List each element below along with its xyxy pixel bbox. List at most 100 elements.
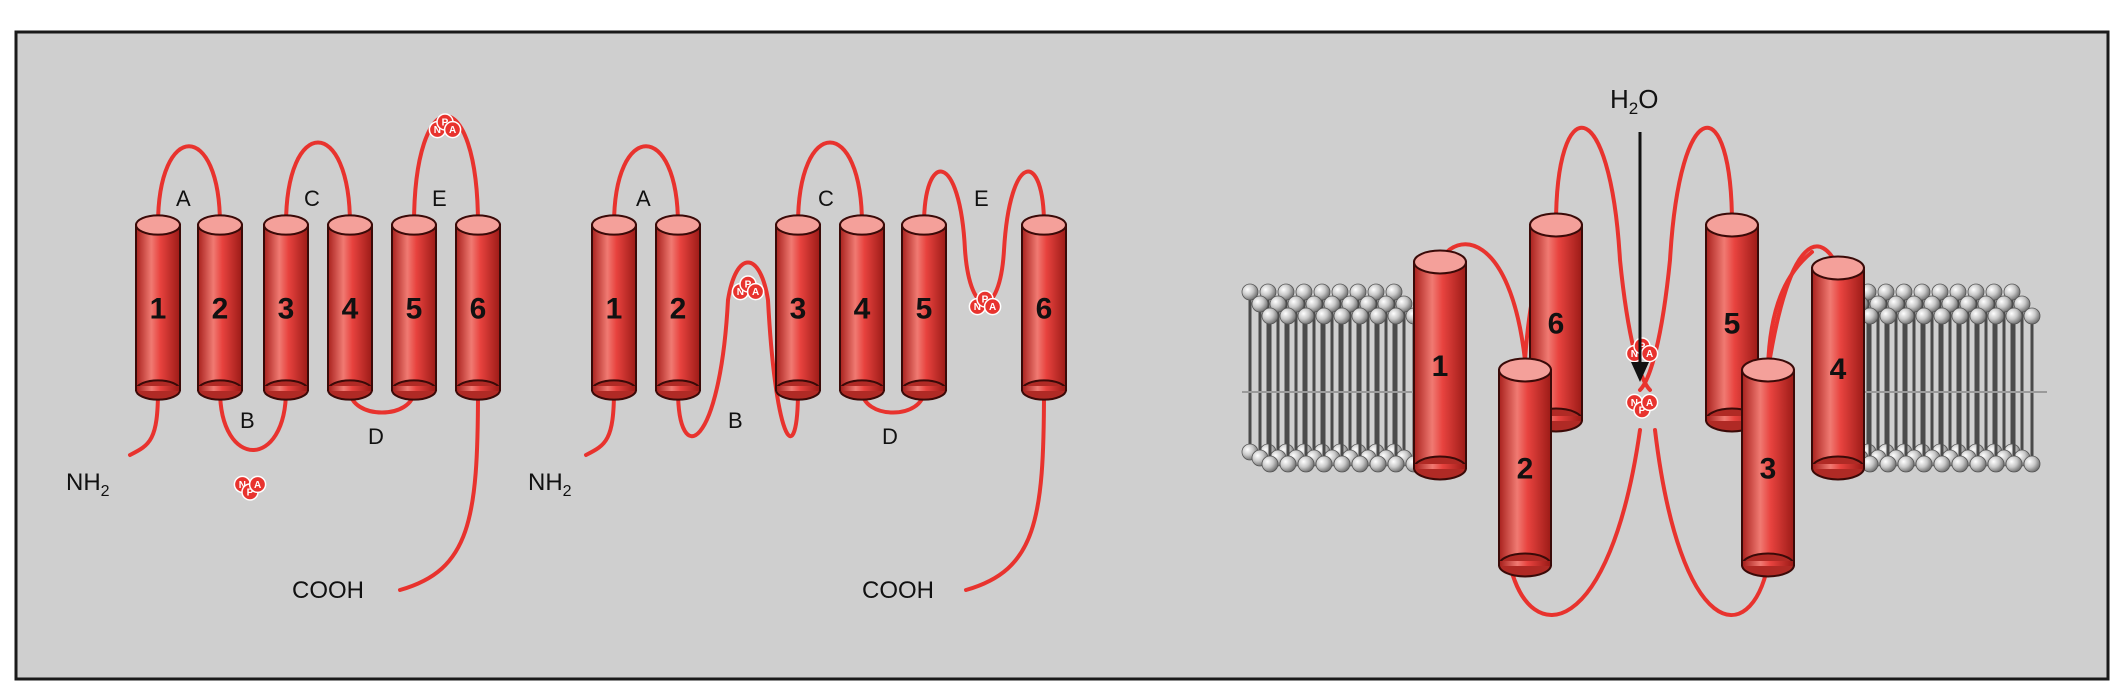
right-helix-2-join bbox=[1500, 561, 1550, 566]
middle-helix-6-top bbox=[1021, 214, 1067, 236]
right-helix-6-label: 6 bbox=[1548, 308, 1565, 341]
lipid-head bbox=[1985, 283, 2003, 301]
left-helix-1: 1 bbox=[135, 214, 181, 401]
right-npa-bottom-letter-p: P bbox=[1639, 406, 1646, 417]
middle-helix-3-label: 3 bbox=[790, 293, 807, 326]
right-helix-6-top bbox=[1529, 212, 1583, 238]
middle-nterm bbox=[584, 388, 616, 457]
left-npa-loop-e: NPA bbox=[428, 113, 462, 139]
middle-helix-2-top bbox=[655, 214, 701, 236]
lipid-head bbox=[1279, 307, 1297, 325]
lipid-head bbox=[1933, 307, 1951, 325]
right-npa-top: NPA bbox=[1625, 337, 1659, 363]
right-helix-5-label: 5 bbox=[1724, 308, 1741, 341]
lipid-head bbox=[1269, 295, 1287, 313]
lipid-head bbox=[1987, 455, 2005, 473]
lipid-head bbox=[1297, 455, 1315, 473]
middle-helix-6-label: 6 bbox=[1036, 293, 1053, 326]
left-helix-5-join bbox=[393, 386, 435, 391]
middle-npa-loop-b: NPA bbox=[731, 275, 765, 301]
left-loop-b bbox=[218, 388, 288, 452]
lipid-head bbox=[1887, 295, 1905, 313]
left-helix-2-top bbox=[197, 214, 243, 236]
right-helix-5-top bbox=[1705, 212, 1759, 238]
left-helix-4-body bbox=[327, 224, 373, 391]
lipid-head bbox=[1241, 283, 1259, 301]
middle-npa-loop-e-letter-n: N bbox=[974, 302, 981, 313]
lipid-head bbox=[1341, 295, 1359, 313]
middle-panel-loops bbox=[584, 140, 1046, 592]
lipid-head bbox=[1387, 455, 1405, 473]
lipid-head bbox=[1951, 455, 1969, 473]
right-helix-2-body bbox=[1498, 369, 1552, 566]
lipid-head bbox=[1351, 455, 1369, 473]
right-helix-4-top bbox=[1811, 255, 1865, 281]
left-helix-2: 2 bbox=[197, 214, 243, 401]
left-helix-4-label: 4 bbox=[342, 293, 359, 326]
lipid-head bbox=[1879, 307, 1897, 325]
lipid-head bbox=[1877, 283, 1895, 301]
lipid-head bbox=[1895, 283, 1913, 301]
left-npa-loop-b-residue-a bbox=[248, 475, 267, 494]
right-helix-3-top bbox=[1741, 357, 1795, 383]
middle-loop-label-d: D bbox=[882, 424, 898, 449]
left-helix-4-top bbox=[327, 214, 373, 236]
lipid-head bbox=[2023, 455, 2041, 473]
lipid-head bbox=[1333, 455, 1351, 473]
lipid-head bbox=[1913, 283, 1931, 301]
water-arrow bbox=[1631, 132, 1649, 382]
lipid-head bbox=[1995, 295, 2013, 313]
right-loop-3-bottom bbox=[1653, 428, 1770, 617]
right-helix-4-label: 4 bbox=[1830, 353, 1847, 386]
lipid-head bbox=[2003, 283, 2021, 301]
left-cterm bbox=[398, 388, 480, 592]
middle-helix-5-label: 5 bbox=[916, 293, 933, 326]
right-helix-5-join bbox=[1707, 416, 1757, 421]
right-npa-top-residue-a bbox=[1640, 344, 1659, 363]
lipid-head bbox=[1297, 307, 1315, 325]
left-helix-1-label: 1 bbox=[150, 293, 167, 326]
middle-nterm-label: NH2 bbox=[528, 469, 572, 500]
right-npa-top-letter-n: N bbox=[1631, 349, 1638, 360]
middle-npa-loop-e-letter-p: P bbox=[982, 295, 989, 306]
middle-helix-5-top bbox=[901, 214, 947, 236]
lipid-head bbox=[1879, 455, 1897, 473]
right-npa-bottom-letter-n: N bbox=[1631, 398, 1638, 409]
lipid-head bbox=[1923, 295, 1941, 313]
left-nterm bbox=[128, 388, 160, 457]
left-helix-1-body bbox=[135, 224, 181, 391]
left-helix-3-top bbox=[263, 214, 309, 236]
lipid-head bbox=[1261, 307, 1279, 325]
lipid-head bbox=[1933, 455, 1951, 473]
right-npa-top-letter-a: A bbox=[1646, 349, 1653, 360]
left-helix-1-join bbox=[137, 386, 179, 391]
middle-helix-1-top bbox=[591, 214, 637, 236]
lipid-head bbox=[1941, 295, 1959, 313]
right-helix-6: 6 bbox=[1529, 212, 1583, 433]
middle-helix-1-label: 1 bbox=[606, 293, 623, 326]
middle-npa-loop-b-letter-n: N bbox=[737, 287, 744, 298]
left-helix-5-label: 5 bbox=[406, 293, 423, 326]
left-helix-4-join bbox=[329, 386, 371, 391]
lipid-head bbox=[1987, 307, 2005, 325]
lipid-head bbox=[1869, 295, 1887, 313]
middle-helix-6: 6 bbox=[1021, 214, 1067, 401]
left-npa-loop-b-letter-a: A bbox=[254, 480, 261, 491]
middle-helix-4-label: 4 bbox=[854, 293, 871, 326]
lipid-head bbox=[1905, 295, 1923, 313]
lipid-head bbox=[1949, 283, 1967, 301]
lipid-head bbox=[1279, 455, 1297, 473]
lipid-head bbox=[1977, 295, 1995, 313]
lipid-head bbox=[1951, 307, 1969, 325]
left-helix-6-label: 6 bbox=[470, 293, 487, 326]
lipid-head bbox=[1359, 295, 1377, 313]
lipid-head bbox=[1305, 295, 1323, 313]
left-helix-5: 5 bbox=[391, 214, 437, 401]
lipid-head bbox=[1351, 307, 1369, 325]
lipid-head bbox=[1395, 295, 1413, 313]
right-panel-loops bbox=[1438, 125, 1840, 617]
left-loop-label-d: D bbox=[368, 424, 384, 449]
lipid-head bbox=[1387, 307, 1405, 325]
left-helix-6-join bbox=[457, 386, 499, 391]
